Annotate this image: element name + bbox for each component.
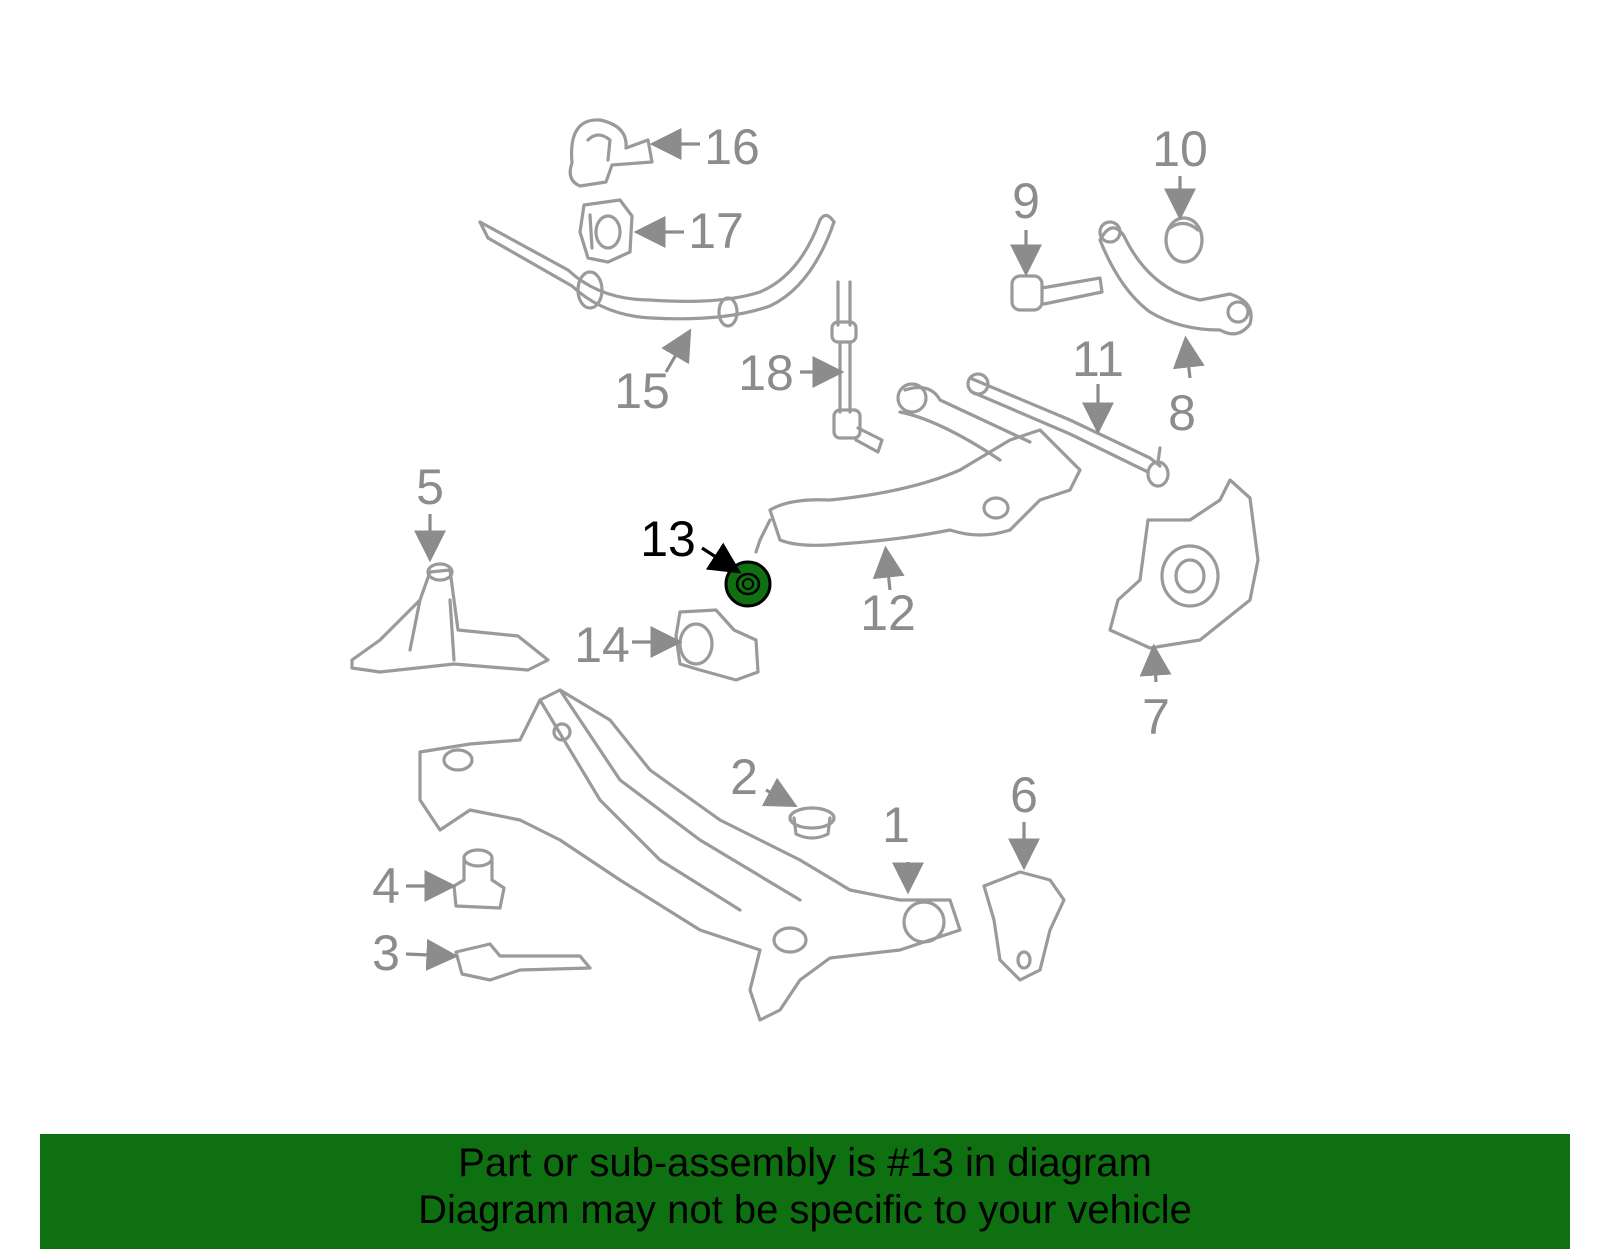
- part-1-subframe[interactable]: [418, 688, 962, 1022]
- part-7-knuckle[interactable]: [1108, 478, 1260, 650]
- callout-15[interactable]: 15: [614, 363, 670, 419]
- info-banner: Part or sub-assembly is #13 in diagram D…: [40, 1134, 1570, 1249]
- part-9-bolt[interactable]: [1010, 274, 1104, 312]
- part-10-bushing[interactable]: [1164, 216, 1204, 264]
- callout-1[interactable]: 1: [882, 797, 910, 853]
- callout-14[interactable]: 14: [574, 617, 630, 673]
- part-14-mount[interactable]: [674, 608, 760, 682]
- part-17-bushing[interactable]: [578, 198, 634, 264]
- callout-17[interactable]: 17: [688, 203, 744, 259]
- part-4-bushing[interactable]: [452, 848, 506, 910]
- callout-11[interactable]: 11: [1072, 331, 1124, 387]
- callout-3[interactable]: 3: [372, 925, 400, 981]
- callout-10[interactable]: 10: [1152, 121, 1208, 177]
- callout-6[interactable]: 6: [1010, 767, 1038, 823]
- callout-9[interactable]: 9: [1012, 173, 1040, 229]
- callout-labels: 1 2 3 4 5 6 7 8 9 10 11 12 13 14 15 16 1…: [372, 119, 1208, 981]
- part-6-bracket[interactable]: [982, 870, 1066, 982]
- callout-8[interactable]: 8: [1168, 385, 1196, 441]
- callout-2[interactable]: 2: [730, 749, 758, 805]
- callout-13-highlighted[interactable]: 13: [640, 511, 696, 567]
- part-18-link[interactable]: [830, 280, 884, 454]
- banner-line-2: Diagram may not be specific to your vehi…: [418, 1188, 1192, 1232]
- callout-16[interactable]: 16: [704, 119, 760, 175]
- callout-7[interactable]: 7: [1142, 689, 1170, 745]
- part-11-toe-link[interactable]: [966, 372, 1170, 488]
- callout-12[interactable]: 12: [860, 585, 916, 641]
- part-15-stabilizer-bar[interactable]: [478, 213, 836, 328]
- part-3-bracket[interactable]: [454, 942, 592, 982]
- banner-line-1: Part or sub-assembly is #13 in diagram: [458, 1141, 1152, 1185]
- part-12-lower-arm[interactable]: [754, 382, 1082, 554]
- callout-18[interactable]: 18: [738, 345, 794, 401]
- callout-arrows: [405, 128, 1205, 971]
- callout-4[interactable]: 4: [372, 858, 400, 914]
- callout-5[interactable]: 5: [416, 459, 444, 515]
- part-5-mount[interactable]: [350, 562, 550, 674]
- part-8-upper-arm[interactable]: [1098, 220, 1253, 336]
- part-16-bracket[interactable]: [568, 118, 654, 188]
- part-2-bushing[interactable]: [788, 806, 836, 840]
